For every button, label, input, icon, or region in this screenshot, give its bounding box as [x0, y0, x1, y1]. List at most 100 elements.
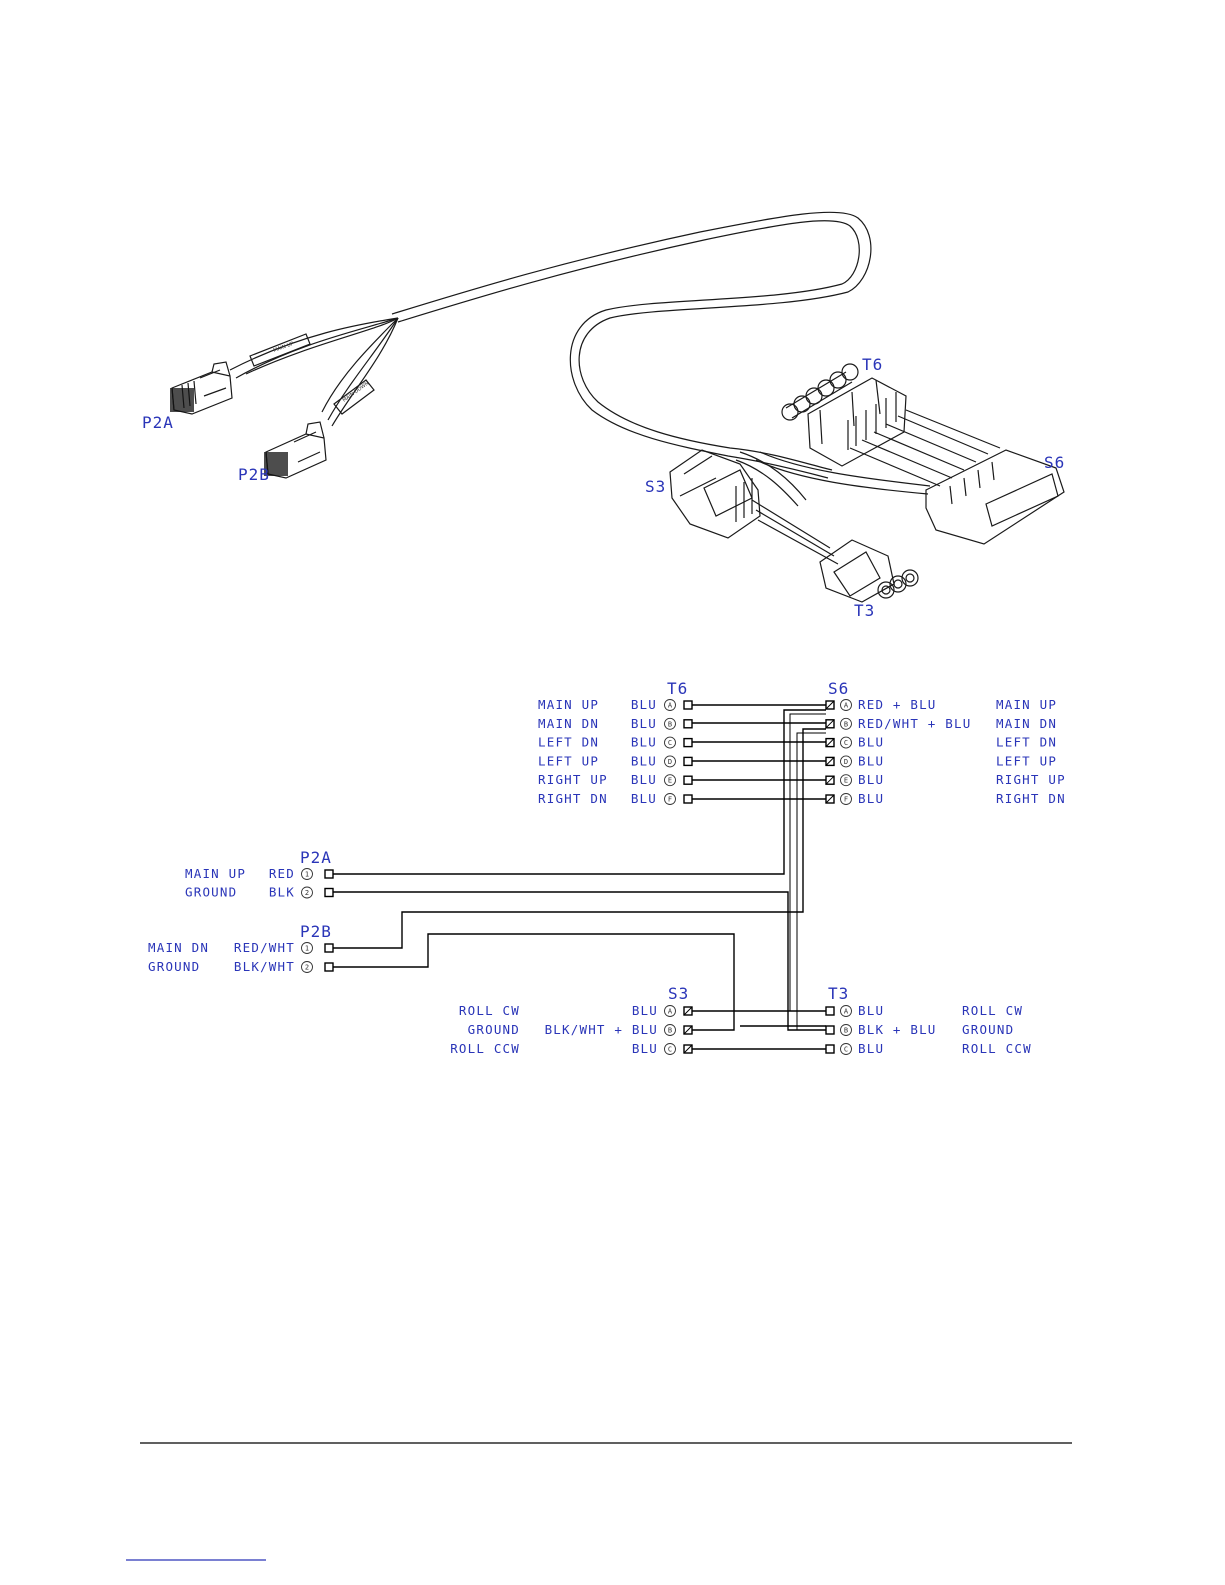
t6-row-wire-color: BLU	[631, 716, 657, 731]
s6-pin-c: C	[840, 736, 852, 749]
t6-pin-b: B	[664, 717, 676, 730]
p2b-pin-1: 1	[301, 942, 313, 954]
s3-pin-a: A	[664, 1005, 676, 1017]
schem-title-t3: T3	[828, 984, 849, 1003]
p2a-terminal-2	[324, 887, 334, 898]
s6-pin-a: A	[840, 699, 852, 711]
illus-label-t6: T6	[862, 355, 883, 374]
p2-breakout-wires	[229, 317, 399, 427]
s6-row-func: MAIN DN	[996, 716, 1057, 731]
s6-row-wire-color: BLU	[858, 772, 884, 787]
p2b-terminal-1	[324, 943, 334, 953]
s6-row-func: LEFT UP	[996, 753, 1057, 768]
s6-row-wire-color: BLU	[858, 791, 884, 806]
s3-row-func: ROLL CCW	[450, 1041, 520, 1056]
t6-row-func: MAIN UP	[538, 697, 599, 712]
s6-row-wire-color: BLU	[858, 753, 884, 768]
t6-pin-d: D	[664, 755, 676, 768]
svg-text:1: 1	[305, 945, 309, 953]
p2b-row-func: GROUND	[148, 959, 200, 974]
p2b-terminal-2	[324, 962, 334, 972]
t6-row-wire-color: BLU	[631, 735, 657, 750]
wiring-schematic: T6 S6 P2A P2B S3 T3	[148, 679, 1066, 1056]
p2a-row-wire-color: RED	[269, 866, 295, 881]
schem-title-s3: S3	[668, 984, 689, 1003]
t3-row-func: GROUND	[962, 1022, 1014, 1037]
t3-pin-c: C	[840, 1043, 852, 1055]
s3-pin-b: B	[664, 1024, 676, 1036]
t6-terminal-f	[683, 794, 693, 804]
t6-terminal-c	[683, 737, 693, 748]
s6-row-func: MAIN UP	[996, 697, 1057, 712]
p2b-row-func: MAIN DN	[148, 940, 209, 955]
t6-pin-e: E	[664, 774, 676, 787]
t3-row-func: ROLL CW	[962, 1003, 1023, 1018]
s6-row-wire-color: BLU	[858, 735, 884, 750]
t6-pin-a: A	[664, 699, 676, 711]
schem-title-t6: T6	[667, 679, 688, 698]
s6-schematic-connector: A RED + BLU MAIN UP B RED/WHT + BLU MAIN DN C B…	[825, 697, 1066, 806]
s6-connector-illustration	[925, 449, 1065, 545]
svg-text:E: E	[668, 777, 672, 785]
main-cable	[391, 211, 872, 471]
p2b-pin-2: 2	[301, 961, 313, 973]
svg-text:E: E	[844, 777, 848, 785]
t6-connector-illustration	[781, 363, 907, 467]
illus-label-s6: S6	[1044, 453, 1065, 472]
s6-row-wire-color: RED/WHT + BLU	[858, 716, 971, 731]
t3-connector-illustration	[819, 539, 919, 603]
svg-text:B: B	[844, 1027, 848, 1035]
s3-terminal-c	[683, 1044, 693, 1054]
s6-row-func: LEFT DN	[996, 735, 1057, 750]
s6-row-func: RIGHT UP	[996, 772, 1066, 787]
svg-text:C: C	[844, 1046, 848, 1054]
illus-label-p2b: P2B	[238, 465, 270, 484]
s3-terminal-b	[683, 1025, 693, 1035]
t3-row-func: ROLL CCW	[962, 1041, 1032, 1056]
t6-terminal-e	[683, 775, 693, 785]
svg-text:C: C	[668, 739, 672, 747]
t6-terminal-d	[683, 756, 693, 767]
sleeve-main-up: MAIN UP	[249, 333, 311, 367]
t6-row-wire-color: BLU	[631, 753, 657, 768]
svg-text:B: B	[668, 1027, 672, 1035]
t6-pin-c: C	[664, 736, 676, 749]
svg-text:C: C	[844, 739, 848, 747]
s6-terminal-b	[825, 719, 835, 729]
svg-text:D: D	[668, 758, 672, 766]
s3-connector-illustration	[669, 449, 761, 539]
s3-terminal-a	[683, 1006, 693, 1016]
s6-pin-e: E	[840, 774, 852, 787]
s6-pin-d: D	[840, 755, 852, 768]
svg-text:D: D	[844, 758, 848, 766]
svg-text:B: B	[844, 720, 848, 728]
s3-t3-wires	[751, 499, 839, 565]
t6-row-wire-color: BLU	[631, 697, 657, 712]
t6-row-func: RIGHT UP	[538, 772, 608, 787]
t3-terminal-a	[825, 1006, 835, 1016]
svg-text:C: C	[668, 1046, 672, 1054]
t3-row-wire-color: BLU	[858, 1003, 884, 1018]
s3-row-wire-color: BLU	[632, 1041, 658, 1056]
svg-text:2: 2	[305, 964, 309, 972]
routed-wires	[333, 709, 826, 1050]
p2a-pin-2: 2	[301, 886, 313, 899]
svg-text:2: 2	[305, 889, 309, 897]
svg-text:A: A	[844, 702, 849, 710]
svg-text:A: A	[668, 702, 673, 710]
s6-pin-b: B	[840, 717, 852, 730]
s3-row-func: ROLL CW	[459, 1003, 520, 1018]
t3-terminal-c	[825, 1044, 835, 1054]
svg-text:B: B	[668, 720, 672, 728]
t6-s6-wires	[849, 409, 1001, 487]
illus-label-t3: T3	[854, 601, 875, 620]
p2a-row-func: MAIN UP	[185, 866, 246, 881]
s6-row-wire-color: RED + BLU	[858, 697, 937, 712]
p2a-row-func: GROUND	[185, 885, 237, 900]
t6-pin-f: F	[664, 793, 676, 805]
svg-text:F: F	[668, 796, 672, 804]
